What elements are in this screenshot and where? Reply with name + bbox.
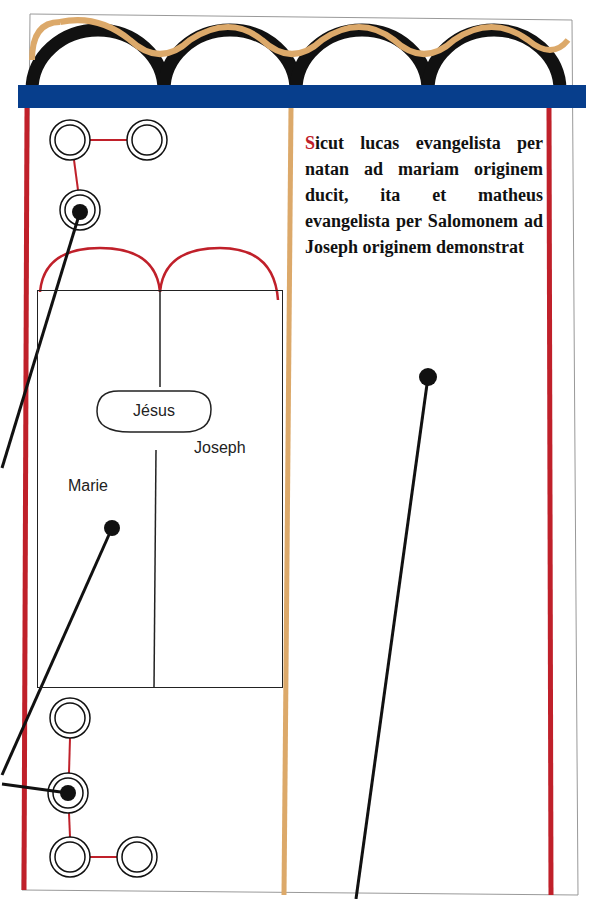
blue-band (18, 85, 586, 108)
person-name: Joseph (194, 439, 246, 457)
left-red-border (24, 108, 27, 890)
lineage-line (154, 450, 156, 688)
leader-dots (60, 204, 437, 801)
tan-arches (32, 20, 568, 60)
page-outline (22, 14, 578, 895)
lineage-line (159, 290, 161, 387)
black-arches (32, 30, 560, 90)
leader-lines (2, 212, 428, 899)
genealogy-box: JosephMarie Jésus (37, 290, 283, 688)
oval-path (97, 391, 211, 432)
tan-divider (284, 108, 291, 895)
right-red-border (549, 108, 551, 895)
person-name: Marie (68, 477, 108, 495)
person-name: Jésus (133, 402, 175, 420)
latin-text: Sicut lucas evangelista per natan ad mar… (305, 130, 543, 260)
name-oval: Jésus (95, 389, 213, 434)
genealogy-circles (48, 120, 167, 877)
